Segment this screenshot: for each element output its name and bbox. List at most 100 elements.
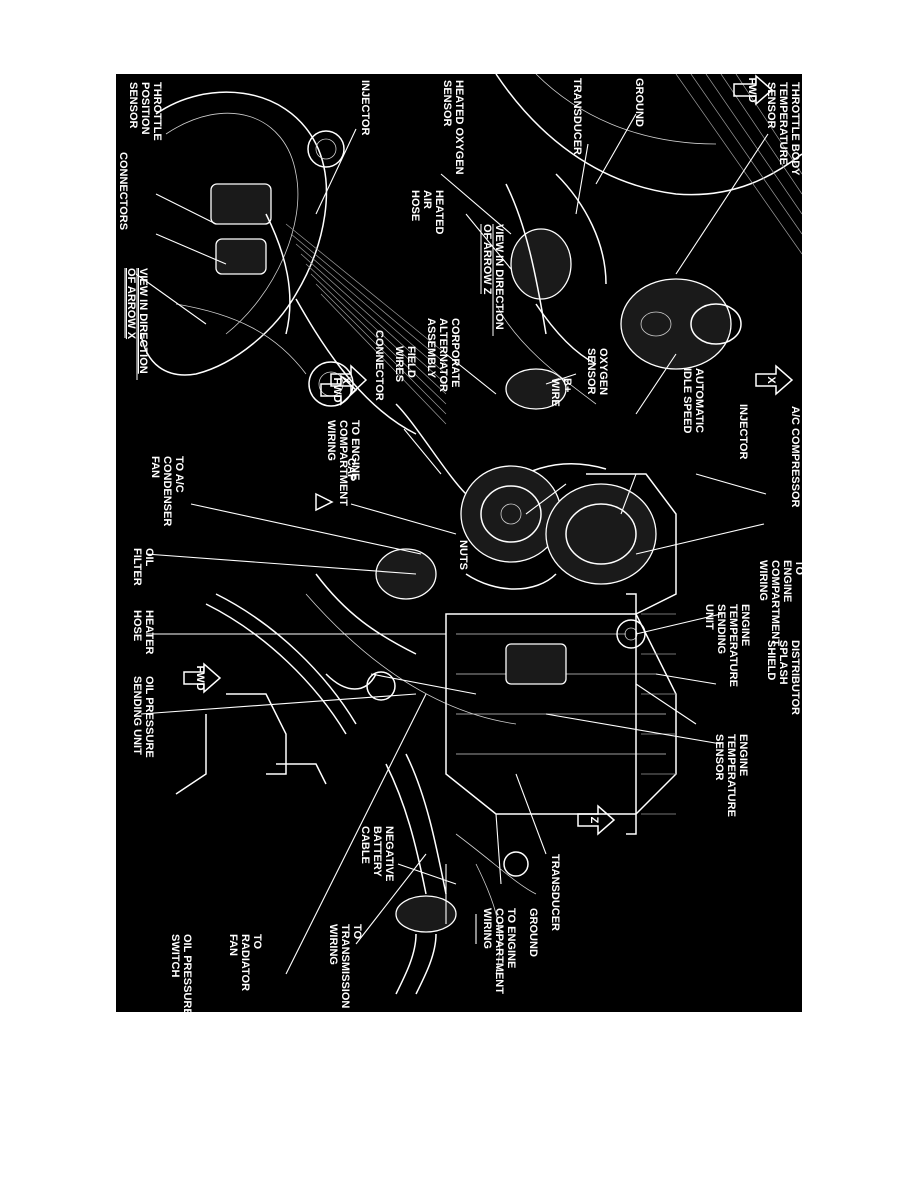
label-to-engine-compartment-wiring-right: TO ENGINE COMPARTMENT WIRING [757,560,802,646]
svg-text:VIEW IN DIRECTION: VIEW IN DIRECTION [493,224,505,330]
svg-text:SHIELD: SHIELD [765,640,777,680]
label-transducer-bottom: TRANSDUCER [549,854,561,931]
label-b-plus-wire: B+ WIRE [549,378,573,407]
callout-labels: THROTTLE BODY TEMPERATURE SENSOR GROUND … [117,78,802,1012]
arrow-fwd-bottom: FWD [183,662,222,694]
svg-text:VIEW IN DIRECTION: VIEW IN DIRECTION [137,268,149,374]
svg-text:TEMPERATURE: TEMPERATURE [727,604,739,687]
label-automatic-idle-speed: AUTOMATIC IDLE SPEED [681,368,705,433]
label-engine-temperature-sending-unit: ENGINE TEMPERATURE SENDING UNIT [703,604,751,687]
label-ac-compressor: A/C COMPRESSOR [789,406,801,508]
label-throttle-position-sensor: THROTTLE POSITION SENSOR [127,82,163,141]
svg-text:X: X [765,376,777,384]
svg-text:TO: TO [793,560,802,576]
label-heated-oxygen-sensor: HEATED OXYGEN SENSOR [441,80,465,175]
svg-text:B+: B+ [561,378,573,392]
leader-lines [135,113,769,975]
svg-text:WIRING: WIRING [757,560,769,601]
svg-text:TO ENGINE: TO ENGINE [349,420,361,480]
label-connector: CONNECTOR [373,330,385,401]
svg-text:TRANSDUCER: TRANSDUCER [571,78,583,155]
label-engine-temperature-sensor: ENGINE TEMPERATURE SENSOR [713,734,749,817]
svg-text:AUTOMATIC: AUTOMATIC [693,368,705,433]
arrow-x-top: X [755,364,794,396]
engine-wiring-diagram: X FWD X FWD Z FWD THROTTLE BODY TEM [116,74,802,1012]
svg-text:CAP: CAP [345,458,357,481]
label-to-radiator-fan: TO RADIATOR FAN [227,934,263,991]
label-oil-pressure-sending-unit: OIL PRESSURE SENDING UNIT [131,676,155,758]
label-to-engine-compartment-wiring-bottom: TO ENGINE COMPARTMENT WIRING [481,908,517,994]
svg-text:OIL: OIL [143,548,155,567]
svg-text:CONNECTOR: CONNECTOR [373,330,385,401]
label-heater-hose: HEATER HOSE [131,610,155,654]
svg-text:SENSOR: SENSOR [441,80,453,127]
svg-text:A/C COMPRESSOR: A/C COMPRESSOR [789,406,801,508]
svg-text:RADIATOR: RADIATOR [239,934,251,991]
svg-text:TEMPERATURE: TEMPERATURE [777,82,789,165]
svg-text:HEATED OXYGEN: HEATED OXYGEN [453,80,465,175]
label-distributor-splash-shield: DISTRIBUTOR SPLASH SHIELD [765,640,801,715]
svg-text:INJECTOR: INJECTOR [737,404,749,459]
svg-text:FWD: FWD [746,77,758,102]
svg-text:SENSOR: SENSOR [127,82,139,129]
svg-text:WIRES: WIRES [393,346,405,382]
svg-text:INJECTOR: INJECTOR [359,80,371,135]
svg-text:SENSOR: SENSOR [585,348,597,395]
svg-text:BATTERY: BATTERY [371,826,383,877]
svg-text:SENDING: SENDING [715,604,727,654]
svg-text:TO: TO [251,934,263,950]
arrow-z: Z [577,804,616,836]
svg-text:CABLE: CABLE [359,826,371,864]
svg-text:DISTRIBUTOR: DISTRIBUTOR [789,640,801,715]
label-oil-filter: OIL FILTER [131,548,155,586]
svg-text:CORPORATE: CORPORATE [449,318,461,387]
label-cap: CAP [345,458,357,481]
label-injector-left: INJECTOR [359,80,371,135]
svg-text:FWD: FWD [194,665,206,690]
svg-text:CONNECTORS: CONNECTORS [117,152,129,230]
svg-text:TO ENGINE: TO ENGINE [505,908,517,968]
svg-text:POSITION: POSITION [139,82,151,135]
svg-text:OF ARROW X: OF ARROW X [125,268,137,340]
svg-text:HOSE: HOSE [131,610,143,641]
svg-text:HEATED: HEATED [433,190,445,234]
svg-text:IDLE SPEED: IDLE SPEED [681,368,693,433]
svg-text:CONDENSER: CONDENSER [161,456,173,526]
svg-text:GROUND: GROUND [527,908,539,957]
label-throttle-body-temperature-sensor: THROTTLE BODY TEMPERATURE SENSOR [765,82,801,176]
svg-text:COMPARTMENT: COMPARTMENT [337,420,349,506]
svg-text:GROUND: GROUND [633,78,645,127]
svg-text:SPLASH: SPLASH [777,640,789,685]
svg-text:WIRING: WIRING [327,924,339,965]
svg-text:OIL PRESSURE: OIL PRESSURE [181,934,193,1012]
direction-arrows: X FWD X FWD Z FWD [183,74,794,836]
svg-text:FAN: FAN [227,934,239,956]
label-ground-top: GROUND [633,78,645,127]
svg-text:SENDING UNIT: SENDING UNIT [131,676,143,755]
svg-text:AIR: AIR [421,190,433,209]
svg-text:ENGINE: ENGINE [737,734,749,776]
svg-text:FIELD: FIELD [405,346,417,378]
engine-line-art [140,74,802,995]
svg-text:WIRING: WIRING [325,420,337,461]
label-to-transmission-wiring: TO TRANSMISSION WIRING [327,924,363,1008]
label-nuts: NUTS [457,540,469,570]
label-oil-pressure-switch: OIL PRESSURE SWITCH [169,934,193,1012]
svg-text:NUTS: NUTS [457,540,469,570]
svg-text:WIRE: WIRE [549,378,561,407]
label-view-arrow-z: VIEW IN DIRECTION OF ARROW Z [480,224,505,336]
svg-text:ENGINE: ENGINE [739,604,751,646]
label-to-engine-compartment-wiring-left: TO ENGINE COMPARTMENT WIRING [325,420,361,506]
svg-text:UNIT: UNIT [703,604,715,630]
svg-text:WIRING: WIRING [481,908,493,949]
label-ground-bottom: GROUND [527,908,539,957]
svg-text:TRANSDUCER: TRANSDUCER [549,854,561,931]
svg-text:ASSEMBLY: ASSEMBLY [425,318,437,379]
svg-text:OIL PRESSURE: OIL PRESSURE [143,676,155,758]
svg-text:FWD: FWD [331,377,343,402]
svg-text:OF ARROW Z: OF ARROW Z [481,224,493,295]
label-oxygen-sensor: OXYGEN SENSOR [585,348,609,395]
label-injector-top: INJECTOR [737,404,749,459]
svg-text:OXYGEN: OXYGEN [597,348,609,395]
svg-text:HEATER: HEATER [143,610,155,654]
